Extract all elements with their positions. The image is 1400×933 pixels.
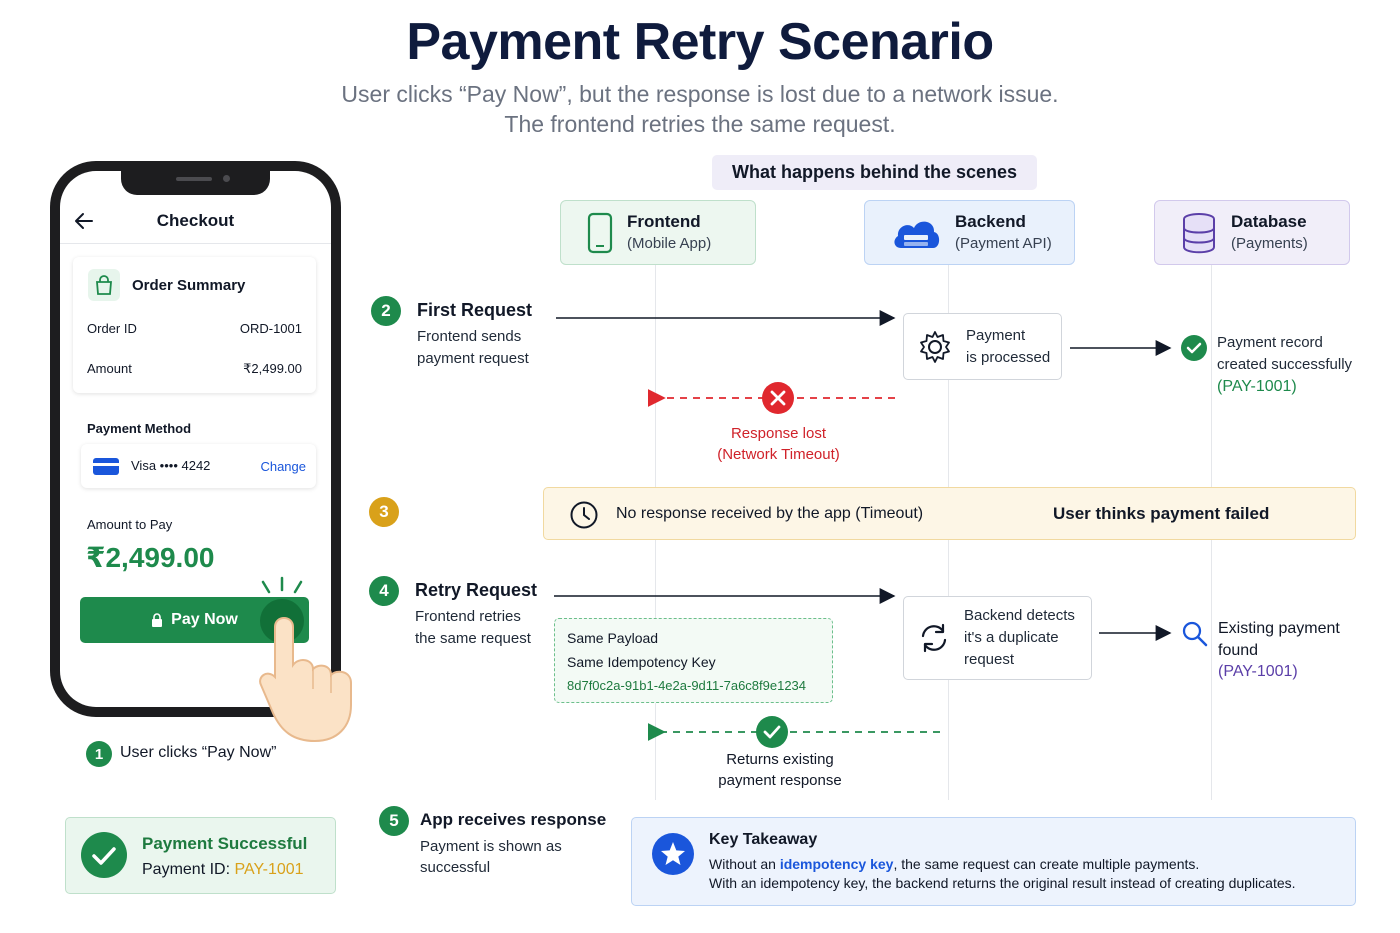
- step-3-badge: 3: [369, 497, 399, 527]
- payment-method-label: Payment Method: [87, 421, 192, 436]
- back-arrow-icon[interactable]: [74, 212, 94, 230]
- phone-screen: Checkout Order Summary Order ID ORD-1001…: [60, 171, 331, 707]
- database-desc: (Payments): [1231, 234, 1308, 252]
- screen-header: [60, 171, 331, 244]
- page-title: Payment Retry Scenario: [406, 13, 994, 71]
- order-summary-title: Order Summary: [132, 277, 246, 294]
- database-actor: Database (Payments): [1154, 200, 1350, 265]
- takeaway-line-1: Without an idempotency key, the same req…: [709, 856, 1200, 872]
- payment-method-card[interactable]: Visa •••• 4242 Change: [81, 444, 316, 488]
- timeout-result-text: User thinks payment failed: [1053, 504, 1270, 523]
- backend-name: Backend: [955, 211, 1026, 231]
- amount-to-pay-value: ₹2,499.00: [86, 542, 215, 573]
- process-line-1: Payment: [966, 326, 1026, 344]
- payload-box: Same Payload Same Idempotency Key 8d7f0c…: [554, 618, 833, 703]
- frontend-name: Frontend: [627, 211, 701, 231]
- payment-id-text: Payment ID: PAY-1001: [142, 861, 304, 878]
- credit-card-icon: [93, 458, 119, 475]
- duplicate-detect-box: Backend detects it's a duplicate request: [903, 596, 1092, 680]
- record-created-check-icon: [1181, 335, 1207, 361]
- pay-now-label: Pay Now: [171, 611, 238, 628]
- star-icon: [652, 833, 694, 875]
- database-icon: [1183, 212, 1215, 253]
- subtitle-line-1: User clicks “Pay Now”, but the response …: [341, 81, 1059, 107]
- frontend-desc: (Mobile App): [627, 234, 712, 252]
- order-id-value: ORD-1001: [239, 321, 302, 336]
- key-takeaway-card: Key Takeaway Without an idempotency key,…: [631, 817, 1356, 906]
- step-1-text: User clicks “Pay Now”: [120, 744, 277, 761]
- refresh-icon: [921, 623, 947, 653]
- step-5-title: App receives response: [420, 810, 607, 829]
- detect-line-2: it's a duplicate: [964, 629, 1059, 646]
- db-line-2: created successfully: [1217, 356, 1353, 373]
- takeaway-line-2: With an idempotency key, the backend ret…: [709, 875, 1296, 891]
- payment-successful-title: Payment Successful: [142, 834, 308, 853]
- payment-successful-card: Payment Successful Payment ID: PAY-1001: [65, 817, 336, 894]
- payment-processed-box: Payment is processed: [903, 313, 1062, 380]
- payment-id-value: PAY-1001: [234, 861, 304, 878]
- order-id-label: Order ID: [87, 321, 137, 336]
- card-text: Visa •••• 4242: [131, 458, 211, 473]
- phone-notch: [121, 168, 270, 195]
- step-1-badge: 1: [86, 741, 112, 767]
- takeaway-highlight: idempotency key: [779, 856, 894, 872]
- step-2-line-1: Frontend sends: [417, 328, 522, 345]
- takeaway-title: Key Takeaway: [709, 831, 818, 848]
- step-4-line-2: the same request: [415, 630, 531, 647]
- behind-the-scenes-label: What happens behind the scenes: [712, 155, 1037, 190]
- amount-value: ₹2,499.00: [243, 361, 302, 376]
- step-2-title: First Request: [417, 300, 533, 320]
- db-record-id: (PAY-1001): [1217, 378, 1297, 395]
- timeout-banner: No response received by the app (Timeout…: [543, 487, 1356, 540]
- return-check-icon: [756, 716, 788, 748]
- pointing-hand-icon: [259, 617, 352, 743]
- detect-line-3: request: [964, 651, 1015, 668]
- step-2-line-2: payment request: [417, 350, 529, 367]
- subtitle-line-2: The frontend retries the same request.: [504, 111, 896, 137]
- cloud-server-icon: [894, 221, 940, 248]
- payload-line-2: Same Idempotency Key: [567, 654, 716, 670]
- return-line-2: payment response: [718, 772, 842, 789]
- found-line-1: Existing payment: [1218, 620, 1340, 637]
- success-check-icon: [81, 832, 127, 878]
- step-4-title: Retry Request: [415, 580, 538, 600]
- return-line-1: Returns existing: [726, 751, 834, 768]
- step-5-line-1: Payment is shown as: [420, 838, 562, 855]
- found-line-2: found: [1218, 642, 1259, 659]
- screen-title: Checkout: [156, 211, 235, 230]
- lost-line-1: Response lost: [730, 425, 827, 442]
- timeout-text: No response received by the app (Timeout…: [616, 505, 924, 522]
- db-line-1: Payment record: [1217, 334, 1323, 351]
- step-2-badge: 2: [371, 296, 401, 326]
- step-5-badge: 5: [379, 806, 409, 836]
- phone-speaker: [176, 177, 212, 181]
- amount-label: Amount: [87, 361, 132, 376]
- lost-line-2: (Network Timeout): [717, 446, 840, 463]
- clock-icon: [570, 501, 598, 529]
- mobile-phone-icon: [587, 212, 613, 253]
- amount-to-pay-label: Amount to Pay: [87, 517, 173, 532]
- step-4-line-1: Frontend retries: [415, 608, 521, 625]
- found-id: (PAY-1001): [1218, 663, 1298, 680]
- error-x-icon: [762, 382, 794, 414]
- frontend-actor: Frontend (Mobile App): [560, 200, 756, 265]
- step-4-badge: 4: [369, 576, 399, 606]
- lock-icon: [152, 613, 163, 627]
- gear-icon: [920, 330, 950, 363]
- process-line-2: is processed: [966, 348, 1051, 366]
- backend-actor: Backend (Payment API): [864, 200, 1075, 265]
- database-name: Database: [1231, 211, 1307, 231]
- tap-rays-icon: [261, 576, 303, 594]
- search-icon: [1182, 621, 1208, 647]
- backend-desc: (Payment API): [955, 234, 1052, 252]
- payload-line-1: Same Payload: [567, 630, 659, 646]
- idempotency-key: 8d7f0c2a-91b1-4e2a-9d11-7a6c8f9e1234: [567, 678, 807, 693]
- step-5-line-2: successful: [420, 859, 491, 876]
- shopping-bag-icon: [88, 269, 120, 301]
- change-link[interactable]: Change: [260, 459, 306, 474]
- phone-camera: [223, 175, 230, 182]
- order-summary-card: Order Summary Order ID ORD-1001 Amount ₹…: [73, 257, 316, 393]
- detect-line-1: Backend detects: [964, 607, 1075, 624]
